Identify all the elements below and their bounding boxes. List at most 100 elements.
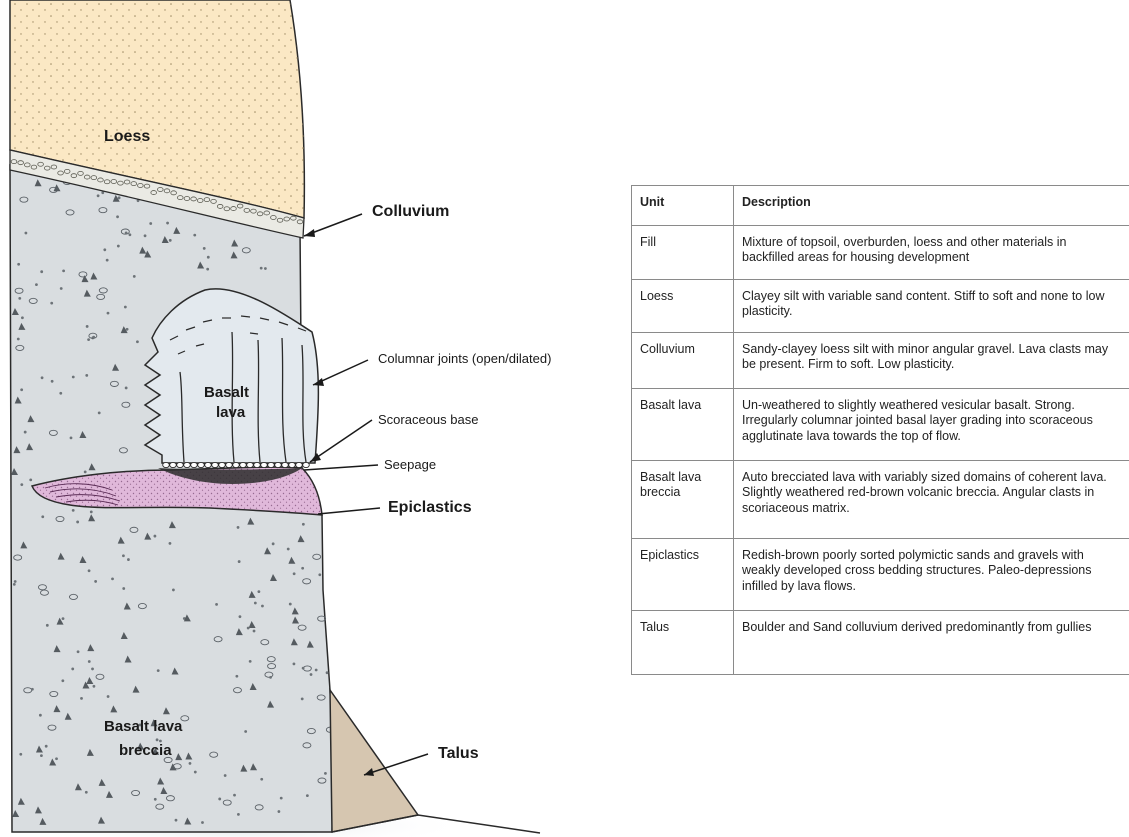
breccia-dot: [218, 798, 221, 801]
breccia-dot: [76, 521, 79, 524]
breccia-dot: [50, 302, 53, 305]
scoria-vesicle: [219, 462, 226, 467]
breccia-dot: [94, 580, 97, 583]
breccia-dot: [233, 794, 236, 797]
breccia-dot: [80, 697, 83, 700]
table-header-description: Description: [734, 186, 1129, 226]
scoria-vesicle: [205, 462, 212, 467]
breccia-dot: [107, 312, 110, 315]
unit-cell: Basalt lava: [632, 389, 734, 461]
basalt-lava-label-line1: Basalt: [204, 384, 249, 401]
breccia-dot: [122, 554, 125, 557]
breccia-dot: [207, 256, 210, 259]
breccia-dot: [46, 624, 49, 627]
breccia-dot: [269, 676, 272, 679]
scoria-vesicle: [282, 462, 289, 467]
unit-cell: Talus: [632, 611, 734, 675]
breccia-dot: [40, 754, 43, 757]
scoria-vesicle: [254, 462, 261, 467]
breccia-dot: [60, 287, 63, 290]
breccia-dot: [125, 232, 128, 235]
breccia-dot: [88, 569, 91, 572]
scoria-vesicle: [198, 462, 205, 467]
breccia-dot: [24, 431, 27, 434]
breccia-dot: [122, 587, 125, 590]
breccia-dot: [103, 248, 106, 251]
unit-cell: Basalt lava breccia: [632, 461, 734, 539]
breccia-dot: [59, 392, 62, 395]
scoria-vesicle: [184, 462, 191, 467]
breccia-dot: [62, 617, 65, 620]
breccia-dot: [35, 283, 38, 286]
description-cell: Un-weathered to slightly weathered vesic…: [734, 389, 1129, 461]
breccia-dot: [189, 762, 192, 765]
breccia-dot: [201, 821, 204, 824]
breccia-dot: [19, 753, 22, 756]
table-header-row: Unit Description: [632, 186, 1129, 226]
scoria-vesicle: [268, 462, 275, 467]
breccia-dot: [117, 245, 120, 248]
breccia-dot: [14, 580, 17, 583]
breccia-dot: [144, 234, 147, 237]
breccia-dot: [91, 668, 94, 671]
breccia-dot: [29, 478, 32, 481]
breccia-dot: [125, 387, 128, 390]
table-row: Basalt lava breccia Auto brecciated lava…: [632, 461, 1129, 539]
table-row: Fill Mixture of topsoil, overburden, loe…: [632, 226, 1129, 280]
breccia-dot: [239, 615, 242, 618]
description-cell: Sandy-clayey loess silt with minor angul…: [734, 333, 1129, 389]
breccia-dot: [272, 542, 275, 545]
breccia-dot: [154, 535, 157, 538]
breccia-dot: [302, 523, 305, 526]
breccia-dot: [13, 583, 16, 586]
breccia-dot: [318, 573, 321, 576]
unit-cell: Colluvium: [632, 333, 734, 389]
breccia-dot: [293, 662, 296, 665]
breccia-dot: [133, 275, 136, 278]
breccia-dot: [172, 589, 175, 592]
breccia-dot: [157, 669, 160, 672]
basalt-lava-label-line2: lava: [216, 404, 246, 421]
breccia-dot: [136, 340, 139, 343]
breccia-dot: [169, 239, 172, 242]
geologic-cross-section: Loess Basalt lava Basalt lava breccia Co…: [0, 0, 600, 837]
breccia-dot: [62, 269, 65, 272]
breccia-dot: [264, 267, 267, 270]
breccia-dot: [260, 778, 263, 781]
description-cell: Clayey silt with variable sand content. …: [734, 280, 1129, 333]
breccia-dot: [238, 560, 241, 563]
breccia-dot: [31, 688, 34, 691]
description-cell: Mixture of topsoil, overburden, loess an…: [734, 226, 1129, 280]
scoria-vesicle: [212, 462, 219, 467]
breccia-dot: [326, 671, 329, 674]
breccia-dot: [17, 263, 20, 266]
breccia-dot: [254, 602, 257, 605]
breccia-dot: [24, 232, 27, 235]
breccia-dot: [111, 577, 114, 580]
breccia-dot: [21, 316, 24, 319]
breccia-dot: [86, 325, 89, 328]
breccia-dot: [87, 338, 90, 341]
description-cell: Boulder and Sand colluvium derived predo…: [734, 611, 1129, 675]
breccia-dot: [85, 791, 88, 794]
breccia-dot: [244, 730, 247, 733]
scoria-vesicle: [275, 462, 282, 467]
breccia-dot: [71, 668, 74, 671]
unit-cell: Loess: [632, 280, 734, 333]
breccia-dot: [84, 470, 87, 473]
seepage-leader: [304, 465, 378, 470]
breccia-dot: [194, 771, 197, 774]
breccia-dot: [41, 515, 44, 518]
table-header-unit: Unit: [632, 186, 734, 226]
breccia-dot: [235, 675, 238, 678]
scoraceous-base: [163, 462, 310, 467]
breccia-dot: [302, 667, 305, 670]
breccia-dot: [154, 798, 157, 801]
breccia-dot: [118, 196, 121, 199]
breccia-dot: [193, 234, 196, 237]
table-row: Loess Clayey silt with variable sand con…: [632, 280, 1129, 333]
breccia-dot: [61, 679, 64, 682]
breccia-dot: [237, 813, 240, 816]
breccia-dot: [116, 215, 119, 218]
